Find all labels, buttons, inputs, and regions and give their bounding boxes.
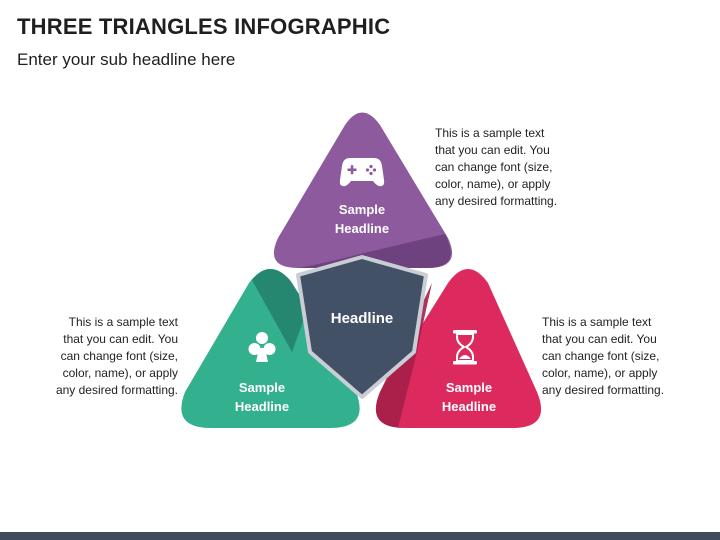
description-line: any desired formatting. (435, 194, 558, 208)
triangle-right-label-line1: Sample (446, 380, 492, 395)
description-line: any desired formatting. (542, 383, 665, 397)
center-headline: Headline (331, 310, 394, 327)
gamepad-icon (339, 158, 385, 187)
description-line: that you can edit. You (435, 143, 550, 157)
center-shield[interactable]: Headline (296, 255, 428, 399)
triangle-right-shape (375, 269, 542, 428)
center-shield-shape (296, 255, 428, 399)
triangle-left-label-line1: Sample (239, 380, 285, 395)
description-line: can change font (size, (542, 349, 660, 363)
hourglass-icon (453, 330, 477, 365)
triangle-top-shade (298, 234, 451, 268)
page-subtitle: Enter your sub headline here (17, 50, 236, 69)
triangle-top[interactable]: Sample Headline (273, 112, 453, 269)
triangle-top-label-line2: Headline (335, 221, 389, 236)
triangle-top-label-line1: Sample (339, 202, 385, 217)
description-line: can change font (size, (60, 349, 178, 363)
description-line: any desired formatting. (55, 383, 178, 397)
description-line: that you can edit. You (63, 332, 178, 346)
description-line: that you can edit. You (542, 332, 657, 346)
triangle-left-label-line2: Headline (235, 399, 289, 414)
description-top: This is a sample text that you can edit.… (435, 125, 585, 210)
triangle-top-shape (273, 112, 453, 268)
description-line: color, name), or apply (435, 177, 551, 191)
triangle-left-shade (252, 269, 308, 352)
triangle-left[interactable]: Sample Headline (181, 269, 360, 428)
club-icon (248, 332, 276, 362)
page-title: THREE TRIANGLES INFOGRAPHIC (17, 14, 391, 39)
description-line: can change font (size, (435, 160, 553, 174)
description-line: This is a sample text (542, 315, 652, 329)
description-left: This is a sample text that you can edit.… (28, 314, 178, 399)
description-line: color, name), or apply (62, 366, 178, 380)
description-line: This is a sample text (68, 315, 178, 329)
triangle-right-label-line2: Headline (442, 399, 496, 414)
description-right: This is a sample text that you can edit.… (542, 314, 692, 399)
footer-bar (0, 532, 720, 540)
description-line: This is a sample text (435, 126, 545, 140)
description-line: color, name), or apply (542, 366, 658, 380)
